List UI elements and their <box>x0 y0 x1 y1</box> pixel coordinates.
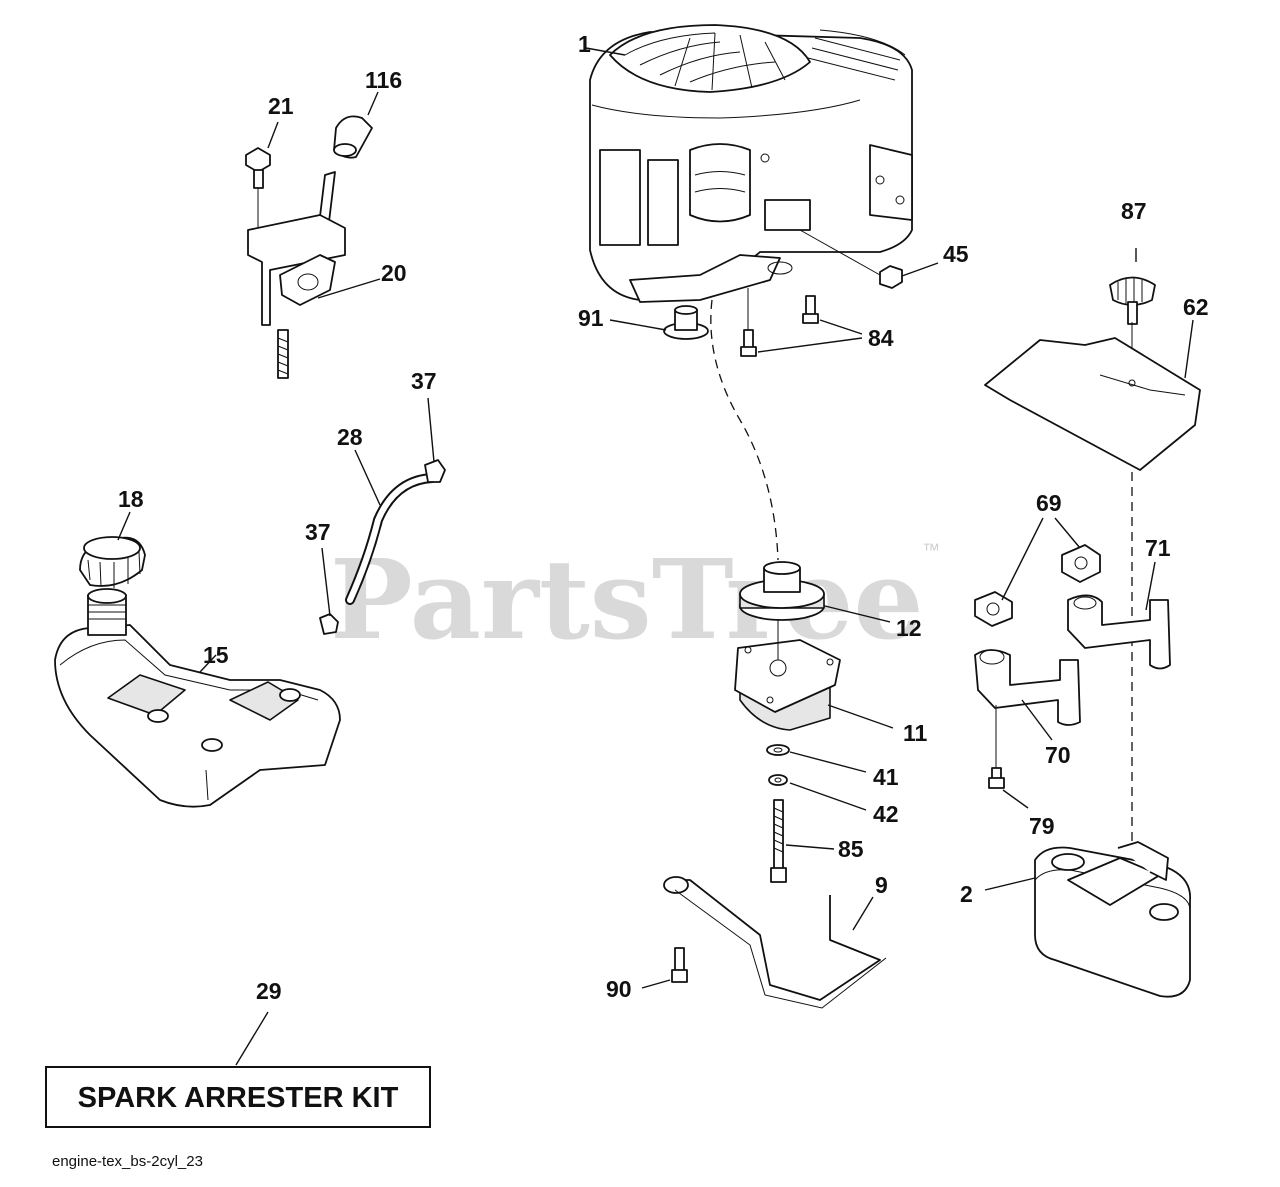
callout-37-lower[interactable]: 37 <box>305 519 331 545</box>
bracket-9-part <box>663 876 887 1009</box>
spark-arrester-kit-label: SPARK ARRESTER KIT <box>78 1082 399 1114</box>
callout-45[interactable]: 45 <box>943 241 969 267</box>
pulley-12-part <box>739 561 891 623</box>
callout-11[interactable]: 11 <box>903 720 928 746</box>
engine-part <box>585 24 913 303</box>
callout-41[interactable]: 41 <box>873 764 899 790</box>
callout-79[interactable]: 79 <box>1029 813 1055 839</box>
watermark-text: PartsTree <box>330 535 924 664</box>
leader-29 <box>235 1011 269 1066</box>
callout-90[interactable]: 90 <box>606 976 632 1002</box>
fuel-cap-18-part <box>79 511 146 588</box>
fuel-line-28-part <box>345 449 437 605</box>
callout-62[interactable]: 62 <box>1183 294 1209 320</box>
fuel-tank-15-part <box>54 588 341 808</box>
gasket-69-parts <box>974 517 1101 627</box>
bolt-21-part <box>245 121 279 250</box>
callout-69[interactable]: 69 <box>1036 490 1062 516</box>
nut-45-part <box>799 229 939 289</box>
callout-84[interactable]: 84 <box>868 325 894 351</box>
callout-42[interactable]: 42 <box>873 801 899 827</box>
callout-85[interactable]: 85 <box>838 836 864 862</box>
diagram-code: engine-tex_bs-2cyl_23 <box>52 1153 203 1170</box>
pipe-70-part <box>974 649 1081 741</box>
callout-29[interactable]: 29 <box>256 978 282 1004</box>
lever-20-part <box>247 171 381 379</box>
callout-15[interactable]: 15 <box>203 642 229 668</box>
bolt-84-parts <box>740 288 863 357</box>
callout-71[interactable]: 71 <box>1145 535 1171 561</box>
washer-41-part <box>766 744 867 773</box>
muffler-2-part <box>984 841 1191 998</box>
bolt-79-part <box>988 705 1029 809</box>
callout-70[interactable]: 70 <box>1045 742 1071 768</box>
washer-42-part <box>768 774 867 811</box>
callout-116[interactable]: 116 <box>365 67 402 93</box>
callout-12[interactable]: 12 <box>896 615 922 641</box>
callout-37-upper[interactable]: 37 <box>411 368 437 394</box>
knob-116-part <box>333 91 379 159</box>
pipe-71-part <box>1067 561 1171 670</box>
callout-21[interactable]: 21 <box>268 93 294 119</box>
callout-9[interactable]: 9 <box>875 872 888 898</box>
spark-arrester-kit-box <box>45 1066 431 1128</box>
flange-91-part <box>609 305 709 340</box>
bolt-90-part <box>641 947 688 989</box>
callout-1[interactable]: 1 <box>578 31 591 57</box>
clamp-37-upper-part <box>424 397 446 483</box>
clamp-37-lower-part <box>319 547 339 635</box>
plate-62-part <box>984 319 1201 471</box>
watermark-tm: ™ <box>922 540 940 560</box>
bolt-85-part <box>770 799 835 883</box>
callout-20[interactable]: 20 <box>381 260 407 286</box>
callout-91[interactable]: 91 <box>578 305 604 331</box>
callout-87[interactable]: 87 <box>1121 198 1147 224</box>
callout-2[interactable]: 2 <box>960 881 973 907</box>
leader-1 <box>585 47 626 56</box>
callout-18[interactable]: 18 <box>118 486 144 512</box>
clutch-11-part <box>734 620 894 731</box>
callout-28[interactable]: 28 <box>337 424 363 450</box>
